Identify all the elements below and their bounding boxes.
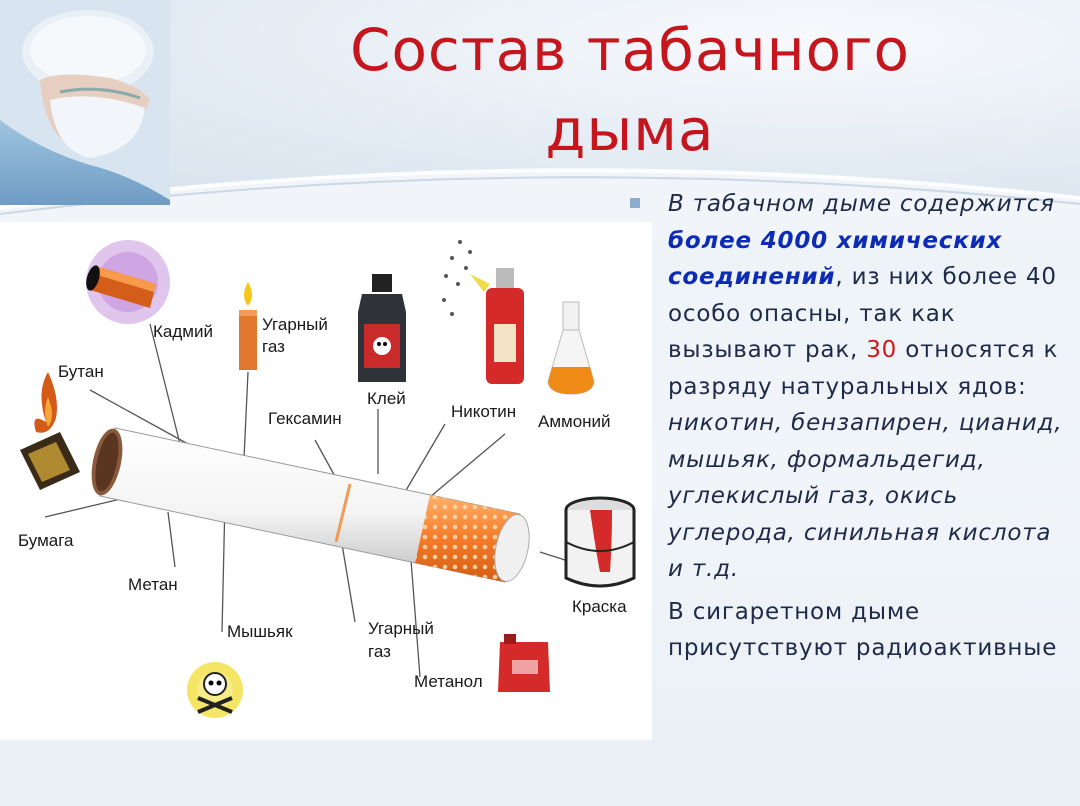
methanol-canister-icon — [498, 634, 550, 692]
cigarette — [91, 427, 530, 583]
label-ugarny-gaz-top-2: газ — [262, 337, 285, 356]
surgeon-photo — [0, 0, 170, 205]
label-bumaga: Бумага — [18, 531, 74, 550]
label-metan: Метан — [128, 575, 178, 594]
title-line-2: дыма — [545, 96, 715, 164]
bullet-marker — [630, 198, 640, 208]
p1-number: 30 — [866, 337, 898, 363]
label-kraska: Краска — [572, 597, 627, 616]
label-metanol: Метанол — [414, 672, 483, 691]
p1-middle: , из них более 40 особо опасны, так как … — [668, 264, 1057, 363]
description-text: В табачном дыме содержится более 4000 хи… — [668, 186, 1073, 667]
label-kley: Клей — [367, 389, 406, 408]
paragraph-1: В табачном дыме содержится более 4000 хи… — [668, 186, 1073, 588]
diagram-panel: Кадмий Угарный газ Бутан Клей Гексамин Н… — [0, 222, 652, 740]
paint-can-icon — [564, 496, 636, 588]
leader-lines — [44, 323, 566, 678]
label-butan: Бутан — [58, 362, 104, 381]
p1-intro: В табачном дыме содержится — [668, 191, 1055, 217]
lighter-icon — [20, 372, 80, 490]
label-kadmiy: Кадмий — [153, 322, 213, 341]
label-nikotin: Никотин — [451, 402, 516, 421]
paragraph-2: В сигаретном дыме присутствуют радиоакти… — [668, 598, 1058, 662]
label-myshyak: Мышьяк — [227, 622, 293, 641]
ammonium-flask-icon — [547, 301, 595, 395]
title-line-1: Состав табачного — [349, 16, 911, 84]
label-ammoniy: Аммоний — [538, 412, 611, 431]
spray-can-icon — [442, 240, 524, 384]
label-geksamin: Гексамин — [268, 409, 342, 428]
cadmium-battery-icon — [86, 240, 170, 324]
header-background — [0, 0, 1080, 200]
label-ugarny-gaz-top-1: Угарный — [262, 315, 328, 334]
label-ugarny-gaz-bottom-2: газ — [368, 642, 391, 661]
label-ugarny-gaz-bottom-1: Угарный — [368, 619, 434, 638]
glue-bottle-icon — [358, 274, 406, 382]
cigarette-diagram: Кадмий Угарный газ Бутан Клей Гексамин Н… — [18, 240, 636, 718]
p1-highlight: более 4000 химических соединений — [668, 227, 1003, 291]
candle-icon — [239, 282, 257, 370]
page-title: Состав табачного дыма — [260, 10, 1000, 170]
p1-poison-list: никотин, бензапирен, цианид, мышьяк, фор… — [668, 410, 1063, 582]
toxic-skull-icon — [187, 662, 243, 718]
p1-after-number: относятся к разряду натуральных ядов: — [668, 337, 1059, 400]
